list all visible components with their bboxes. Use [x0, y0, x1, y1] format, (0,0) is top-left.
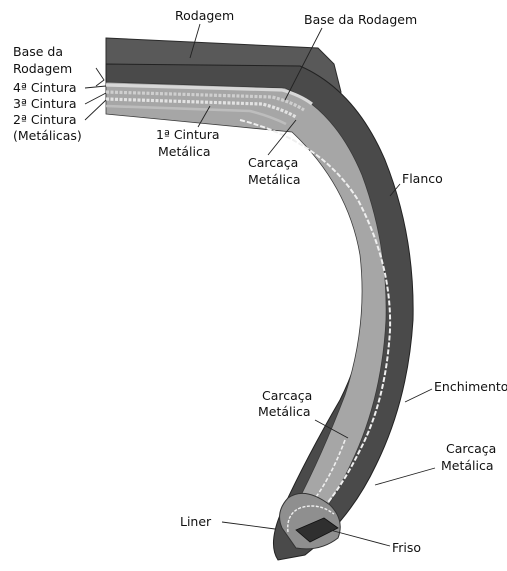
label-cintura-1-line1: 1ª Cintura	[156, 127, 220, 142]
label-carcaca-mid-line1: Carcaça	[262, 388, 312, 403]
label-cintura-1-line2: Metálica	[158, 144, 211, 159]
label-cintura-4: 4ª Cintura	[13, 80, 77, 95]
leader-cintura-4	[85, 86, 106, 88]
inner-body	[106, 82, 386, 538]
label-cintura-2: 2ª Cintura	[13, 112, 77, 127]
label-friso: Friso	[392, 540, 421, 555]
label-rodagem: Rodagem	[175, 8, 234, 23]
label-enchimento: Enchimento	[434, 379, 507, 394]
label-base-da-rodagem-left-2: Rodagem	[13, 61, 72, 76]
leader-enchimento	[405, 389, 432, 402]
label-base-da-rodagem-top: Base da Rodagem	[304, 12, 417, 27]
leader-liner	[222, 522, 275, 529]
leader-friso	[330, 530, 390, 546]
leader-carcaca-lower	[375, 468, 435, 485]
leader-cintura-3	[85, 93, 106, 104]
leader-base-da-rodagem-left	[96, 68, 104, 86]
label-flanco: Flanco	[402, 171, 443, 186]
label-carcaca-lower-line2: Metálica	[441, 458, 494, 473]
label-carcaca-upper-line2: Metálica	[248, 172, 301, 187]
leader-cintura-2	[85, 100, 106, 120]
label-carcaca-upper-line1: Carcaça	[248, 155, 298, 170]
label-liner: Liner	[180, 514, 212, 529]
label-base-da-rodagem-left-1: Base da	[13, 44, 63, 59]
label-carcaca-mid-line2: Metálica	[258, 404, 311, 419]
label-carcaca-lower-line1: Carcaça	[446, 441, 496, 456]
label-metalicas: (Metálicas)	[13, 128, 82, 143]
label-cintura-3: 3ª Cintura	[13, 96, 77, 111]
